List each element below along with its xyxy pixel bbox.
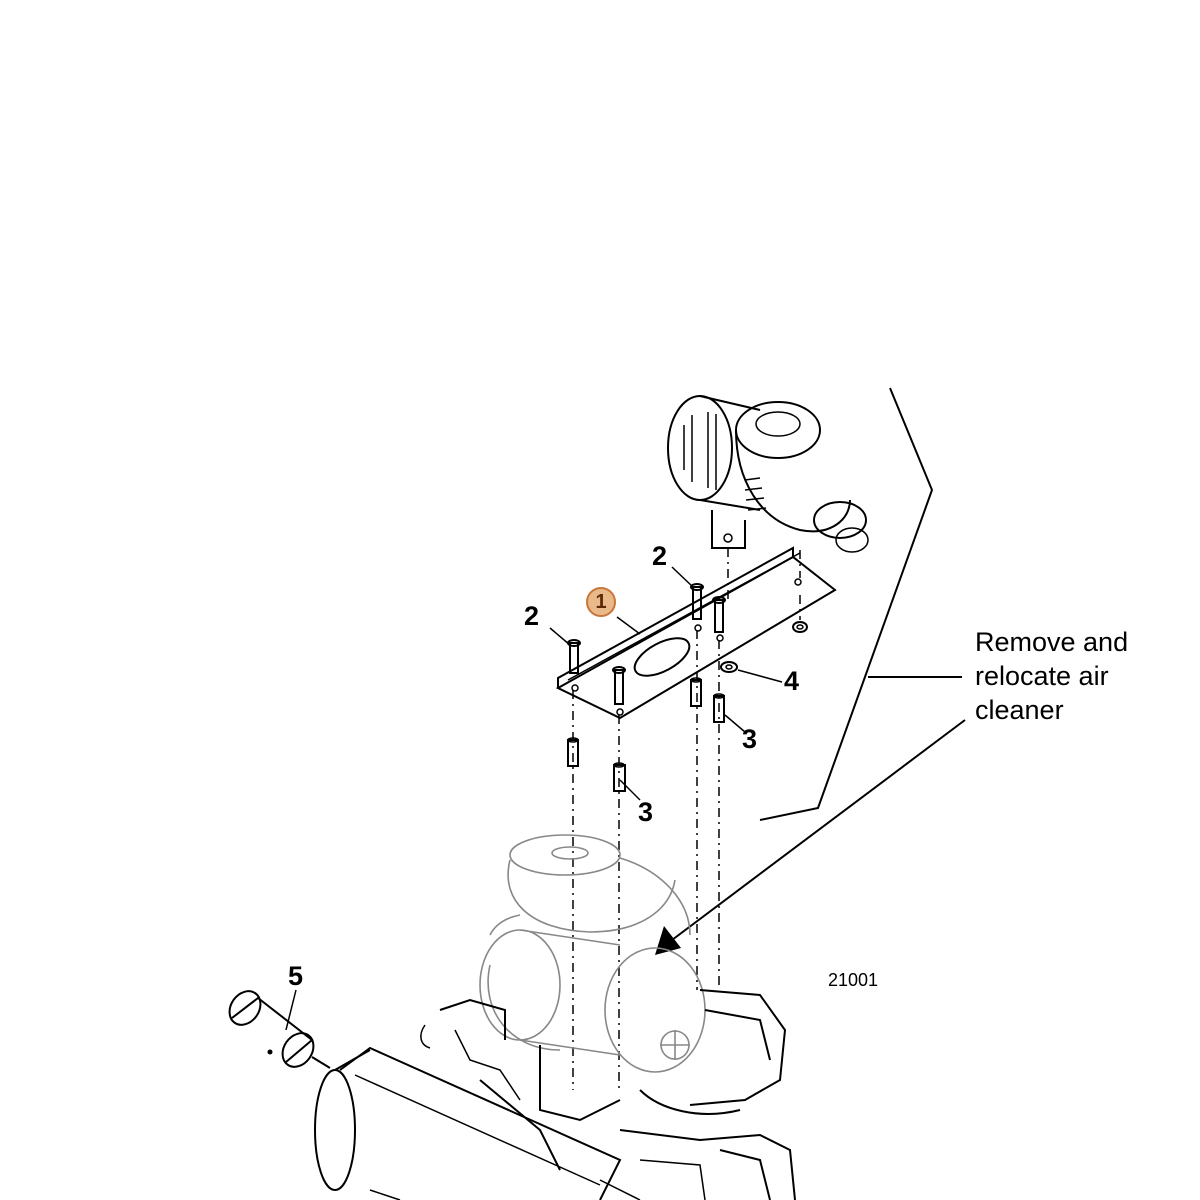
- air-cleaner-relocated: [667, 395, 869, 553]
- instruction-note-line-2: relocate air: [975, 661, 1109, 691]
- alignment-lines: [572, 548, 801, 1090]
- callout-3-right: 3: [742, 724, 758, 754]
- nuts: [720, 621, 808, 673]
- callout-2-right: 2: [652, 541, 668, 571]
- bolts: [567, 583, 726, 705]
- pointer-arrow: [655, 719, 966, 955]
- leader-lines: [285, 566, 783, 1031]
- callout-2-left: 2: [524, 601, 540, 631]
- figure-reference-number: 21001: [828, 970, 879, 990]
- tube-sleeve: [228, 990, 331, 1069]
- callout-4: 4: [784, 666, 800, 696]
- engine: [420, 989, 796, 1200]
- instruction-note-line-1: Remove and: [975, 627, 1129, 657]
- instruction-note: Remove and relocate air cleaner: [975, 625, 1128, 727]
- instruction-note-line-3: cleaner: [975, 695, 1064, 725]
- muffler: [314, 1046, 622, 1200]
- spacers: [567, 677, 725, 792]
- callout-1-badge: 1: [586, 587, 616, 617]
- callout-3-left: 3: [638, 797, 654, 827]
- group-bracket-line: [759, 387, 962, 821]
- callout-5: 5: [288, 961, 304, 991]
- original-air-cleaner-ghost: [479, 834, 706, 1073]
